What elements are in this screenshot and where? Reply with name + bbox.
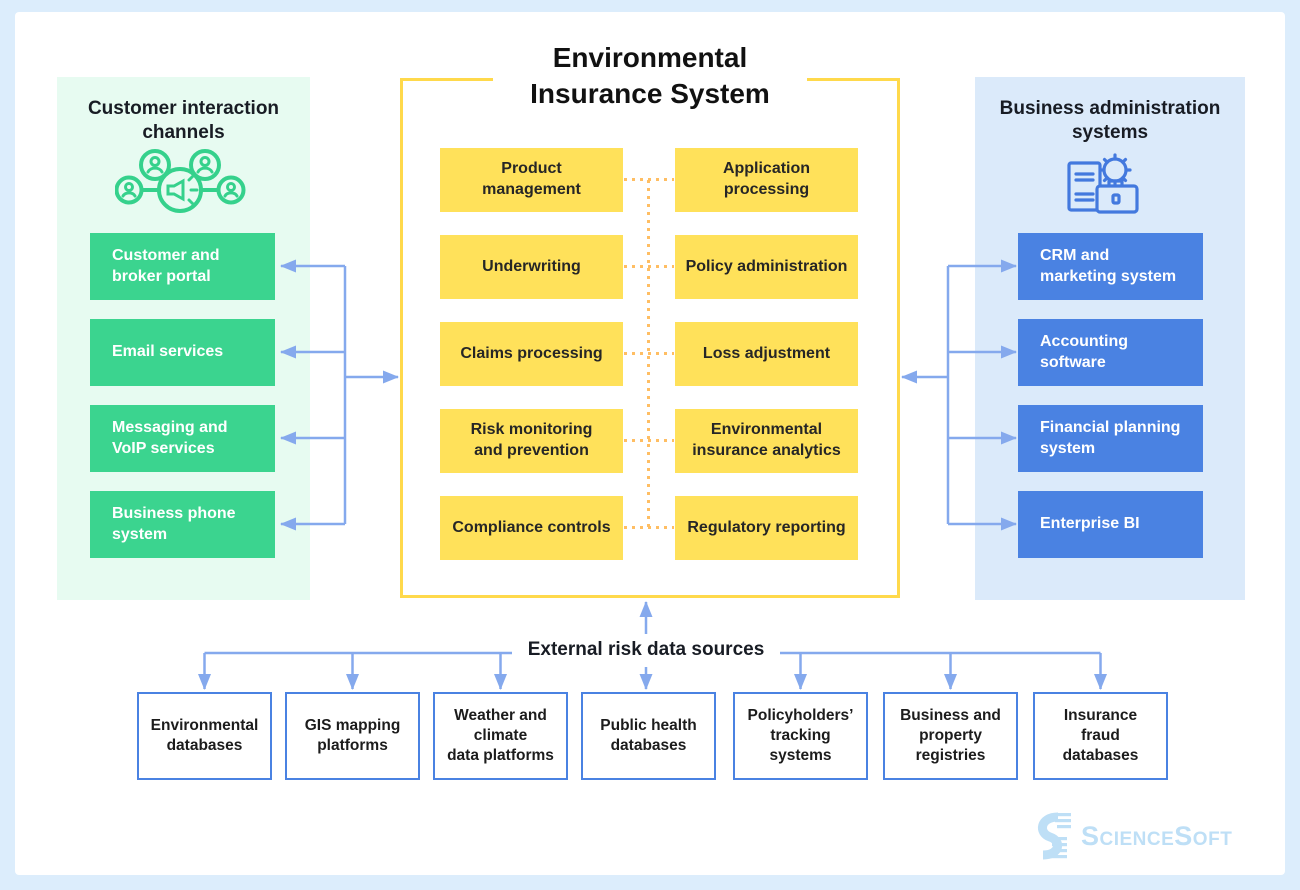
box-label: Environmental insurance analytics [692,421,841,459]
box-label: Underwriting [482,257,581,275]
module-policy-administration: Policy administration [675,235,858,299]
channel-messaging-voip: Messaging and VoIP services [90,405,275,472]
box-label: Business and property registries [900,706,1001,765]
system-financial-planning: Financial planning system [1018,405,1203,472]
box-label: Public health databases [600,716,697,754]
system-enterprise-bi: Enterprise BI [1018,491,1203,558]
box-label: Financial planning system [1040,418,1181,457]
system-accounting: Accounting software [1018,319,1203,386]
box-label: Enterprise BI [1040,515,1140,533]
box-label: Messaging and VoIP services [112,418,228,457]
box-label: Compliance controls [452,518,611,536]
box-label: GIS mapping platforms [304,716,401,754]
box-label: Risk monitoring and prevention [470,421,593,459]
source-policyholders-tracking: Policyholders’ tracking systems [733,692,868,780]
source-business-property: Business and property registries [883,692,1018,780]
module-regulatory-reporting: Regulatory reporting [675,496,858,560]
source-insurance-fraud: Insurance fraud databases [1033,692,1168,780]
box-label: Accounting software [1040,332,1128,371]
source-environmental-databases: Environmental databases [137,692,272,780]
box-label: Weather and climate data platforms [447,706,554,765]
box-label: Email services [112,343,224,361]
module-loss-adjustment: Loss adjustment [675,322,858,386]
channel-customer-broker-portal: Customer and broker portal [90,233,275,300]
box-label: Policyholders’ tracking systems [747,706,854,765]
box-label: Regulatory reporting [687,518,846,536]
source-weather-climate: Weather and climate data platforms [433,692,568,780]
box-label: Product management [482,160,581,198]
communication-network-icon [115,149,246,213]
channel-business-phone: Business phone system [90,491,275,558]
dotted-link-row1 [624,178,674,181]
module-product-management: Product management [440,148,623,212]
box-label: Customer and broker portal [112,246,220,285]
module-insurance-analytics: Environmental insurance analytics [675,409,858,473]
box-label: Application processing [722,160,811,198]
dotted-link-row3 [624,352,674,355]
box-label: Policy administration [685,257,848,275]
module-claims-processing: Claims processing [440,322,623,386]
sciencesoft-logo: ScienceSoft [1030,812,1232,860]
box-label: Business phone system [112,504,236,543]
system-title: Environmental Insurance System [493,40,807,122]
dotted-link-row4 [624,439,674,442]
external-sources-label: External risk data sources [527,639,765,660]
module-risk-monitoring: Risk monitoring and prevention [440,409,623,473]
business-admin-icon [1067,153,1139,214]
sciencesoft-logo-text: ScienceSoft [1081,820,1233,851]
module-underwriting: Underwriting [440,235,623,299]
business-admin-title: Business administration systems [999,98,1221,143]
source-public-health: Public health databases [581,692,716,780]
box-label: Environmental databases [150,716,259,754]
module-application-processing: Application processing [675,148,858,212]
channel-email-services: Email services [90,319,275,386]
box-label: CRM and marketing system [1040,246,1177,285]
dotted-link-row5 [624,526,674,529]
system-crm-marketing: CRM and marketing system [1018,233,1203,300]
customer-channels-title: Customer interaction channels [87,98,280,143]
source-gis-mapping: GIS mapping platforms [285,692,420,780]
sciencesoft-logo-icon [1038,812,1071,860]
box-label: Claims processing [460,344,603,362]
module-compliance-controls: Compliance controls [440,496,623,560]
box-label: Insurance fraud databases [1062,706,1139,765]
box-label: Loss adjustment [702,344,831,362]
dotted-link-row2 [624,265,674,268]
